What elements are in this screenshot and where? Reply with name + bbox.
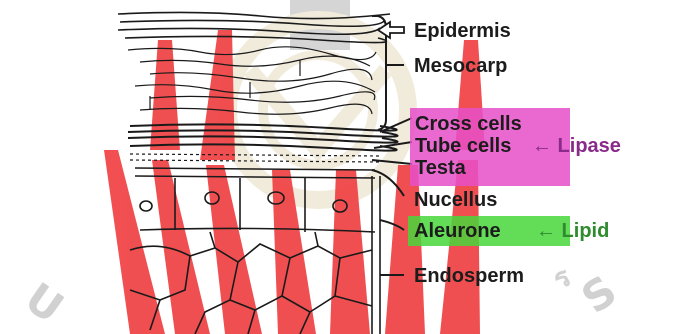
label-tube-cells: Tube cells — [415, 136, 511, 156]
annotation-lipid: ← Lipid — [536, 221, 609, 241]
label-cross-cells: Cross cells — [415, 114, 522, 134]
epidermis-arrow-icon — [378, 22, 404, 38]
label-epidermis: Epidermis — [414, 21, 511, 41]
label-aleurone: Aleurone — [414, 221, 501, 241]
label-mesocarp: Mesocarp — [414, 56, 507, 76]
annotation-lipase: ← Lipase — [532, 136, 621, 156]
label-testa: Testa — [415, 158, 466, 178]
label-endosperm: Endosperm — [414, 266, 524, 286]
label-nucellus: Nucellus — [414, 190, 497, 210]
